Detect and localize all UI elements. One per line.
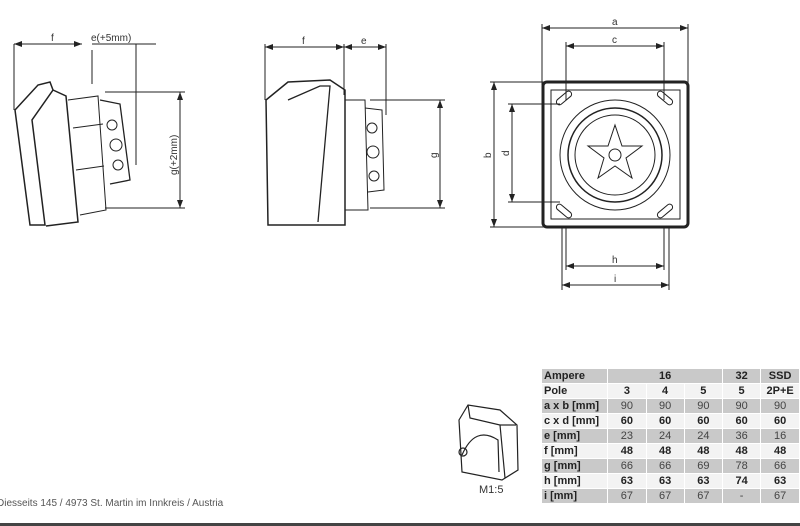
company-address: Diesseits 145 / 4973 St. Martin im Innkr… [0, 498, 224, 509]
footer-bar [0, 523, 800, 526]
scale-label: M1:5 [479, 484, 504, 496]
dim-label-e: e [361, 36, 367, 47]
side-view-straight [264, 44, 445, 226]
dim-label-a: a [612, 17, 618, 28]
dim-label-e: e(+5mm) [91, 33, 131, 44]
table-cell: 90 [608, 399, 646, 413]
table-cell: 67 [608, 489, 646, 503]
dim-label-c: c [612, 35, 617, 46]
row-label: g [mm] [542, 459, 608, 473]
dimension-labels: f e(+5mm) g(+2mm) f e g a c b d h i [51, 17, 618, 285]
dim-label-f: f [302, 36, 305, 47]
table-cell: 67 [761, 489, 799, 503]
table-cell: 2P+E [761, 384, 799, 398]
table-cell: 63 [646, 474, 684, 488]
table-cell: 60 [722, 414, 761, 428]
row-label: h [mm] [542, 474, 608, 488]
table-cell: 60 [761, 414, 799, 428]
table-cell: 36 [722, 429, 761, 443]
row-label: Pole [542, 384, 608, 398]
table-cell: 23 [608, 429, 646, 443]
table-cell: 5 [722, 384, 761, 398]
table-cell: 63 [761, 474, 799, 488]
dim-label-h: h [612, 255, 618, 266]
table-cell: 48 [761, 444, 799, 458]
table-cell: 69 [684, 459, 722, 473]
table-cell: 60 [646, 414, 684, 428]
table-cell: 24 [646, 429, 684, 443]
table-cell: 5 [684, 384, 722, 398]
dim-label-d: d [501, 150, 512, 156]
table-cell: 16 [608, 369, 722, 383]
table-cell: 32 [722, 369, 761, 383]
table-cell: 78 [722, 459, 761, 473]
table-cell: 66 [608, 459, 646, 473]
table-cell: SSD [761, 369, 799, 383]
table-cell: 67 [646, 489, 684, 503]
table-cell: 60 [608, 414, 646, 428]
row-label: c x d [mm] [542, 414, 608, 428]
dim-label-i: i [614, 274, 616, 285]
table-cell: 90 [684, 399, 722, 413]
table-cell: 63 [608, 474, 646, 488]
table-cell: 24 [684, 429, 722, 443]
table-cell: 3 [608, 384, 646, 398]
socket-isometric-icon [458, 404, 519, 481]
dim-label-g: g [429, 152, 440, 158]
table-row-ampere: Ampere 16 32 SSD [542, 369, 799, 383]
dim-label-f: f [51, 33, 54, 44]
table-cell: 67 [684, 489, 722, 503]
row-label: a x b [mm] [542, 399, 608, 413]
side-view-tilted [13, 41, 185, 227]
table-cell: 48 [608, 444, 646, 458]
row-label: Ampere [542, 369, 608, 383]
table-cell: 90 [722, 399, 761, 413]
row-label: i [mm] [542, 489, 608, 503]
table-cell: 66 [761, 459, 799, 473]
table-cell: 90 [761, 399, 799, 413]
table-cell: 90 [646, 399, 684, 413]
table-cell: 48 [646, 444, 684, 458]
front-view [490, 24, 690, 290]
table-cell: 74 [722, 474, 761, 488]
table-cell: 48 [722, 444, 761, 458]
table-cell: 16 [761, 429, 799, 443]
row-label: f [mm] [542, 444, 608, 458]
dim-label-g: g(+2mm) [169, 135, 180, 175]
table-cell: - [722, 489, 761, 503]
table-cell: 66 [646, 459, 684, 473]
table-cell: 63 [684, 474, 722, 488]
dim-label-b: b [483, 152, 494, 158]
table-cell: 60 [684, 414, 722, 428]
row-label: e [mm] [542, 429, 608, 443]
table-cell: 48 [684, 444, 722, 458]
table-cell: 4 [646, 384, 684, 398]
